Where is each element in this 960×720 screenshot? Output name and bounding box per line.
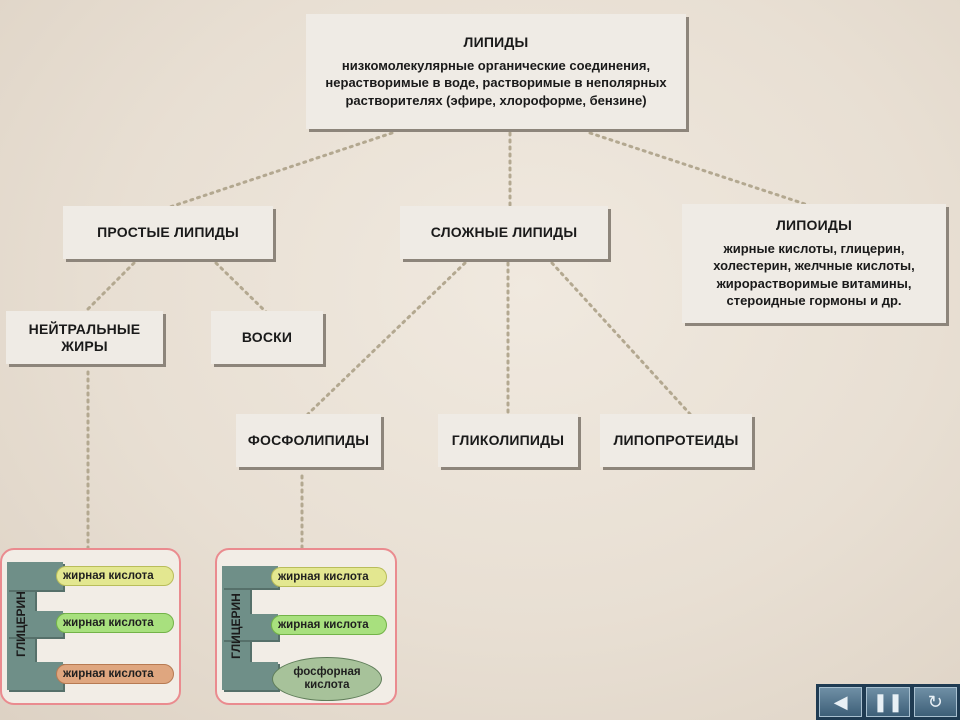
connector-complex-phospho <box>306 261 467 416</box>
phospho-chain-1: жирная кислота <box>271 567 387 587</box>
phosphoric-acid-head: фосфорная кислота <box>272 657 382 701</box>
fat-chain-2: жирная кислота <box>56 613 174 633</box>
fat-chain-1: жирная кислота <box>56 566 174 586</box>
fat-chain-3: жирная кислота <box>56 664 174 684</box>
complex-lipids-label: СЛОЖНЫЕ ЛИПИДЫ <box>430 224 578 241</box>
phospholipids-box: ФОСФОЛИПИДЫ <box>236 414 381 467</box>
fat-glycerol-arm-2 <box>7 611 63 637</box>
slide-navigation: ◀ ❚❚ ↻ <box>816 684 960 720</box>
lipids-title: ЛИПИДЫ <box>463 33 529 50</box>
phospholipids-label: ФОСФОЛИПИДЫ <box>247 432 370 449</box>
neutral-fats-label: НЕЙТРАЛЬНЫЕ ЖИРЫ <box>28 320 141 354</box>
lipoids-box: ЛИПОИДЫ жирные кислоты, глицерин, холест… <box>682 204 946 323</box>
connector-lipids-lipoids <box>588 131 816 209</box>
lipoproteins-box: ЛИПОПРОТЕИДЫ <box>600 414 752 467</box>
triangle-left-icon: ◀ <box>833 691 848 712</box>
lipoids-title: ЛИПОИДЫ <box>776 217 852 233</box>
fat-glycerol-arm-3 <box>7 662 63 690</box>
phospho-glycerol-arm-3 <box>222 662 278 690</box>
phospho-glycerol-arm-2 <box>222 614 278 640</box>
pause-icon: ❚❚ <box>872 691 904 712</box>
waxes-label: ВОСКИ <box>241 329 293 346</box>
glycolipids-label: ГЛИКОЛИПИДЫ <box>451 432 565 449</box>
fat-glycerol-arm-1 <box>7 562 63 590</box>
connector-simple-neutral <box>83 261 136 314</box>
connector-simple-waxes <box>214 261 268 314</box>
connector-complex-lipoprot <box>550 261 692 416</box>
complex-lipids-box: СЛОЖНЫЕ ЛИПИДЫ <box>400 206 608 259</box>
lipids-description: низкомолекулярные органические соединени… <box>325 57 667 108</box>
pause-button[interactable]: ❚❚ <box>866 687 910 717</box>
fat-glycerol-label: ГЛИЦЕРИН <box>14 591 28 657</box>
replay-icon: ↻ <box>927 691 943 712</box>
connector-lipids-simple <box>168 131 394 209</box>
simple-lipids-label: ПРОСТЫЕ ЛИПИДЫ <box>97 224 239 241</box>
lipoids-description: жирные кислоты, глицерин, холестерин, же… <box>713 240 915 309</box>
glycolipids-box: ГЛИКОЛИПИДЫ <box>438 414 578 467</box>
lipids-box: ЛИПИДЫ низкомолекулярные органические со… <box>306 14 686 129</box>
phospho-glycerol-label: ГЛИЦЕРИН <box>229 593 243 659</box>
lipoproteins-label: ЛИПОПРОТЕИДЫ <box>613 432 739 449</box>
phospho-glycerol-arm-1 <box>222 566 278 588</box>
replay-button[interactable]: ↻ <box>913 687 957 717</box>
back-button[interactable]: ◀ <box>819 687 863 717</box>
simple-lipids-box: ПРОСТЫЕ ЛИПИДЫ <box>63 206 273 259</box>
waxes-box: ВОСКИ <box>211 311 323 364</box>
neutral-fats-box: НЕЙТРАЛЬНЫЕ ЖИРЫ <box>6 311 163 364</box>
phospho-chain-2: жирная кислота <box>271 615 387 635</box>
